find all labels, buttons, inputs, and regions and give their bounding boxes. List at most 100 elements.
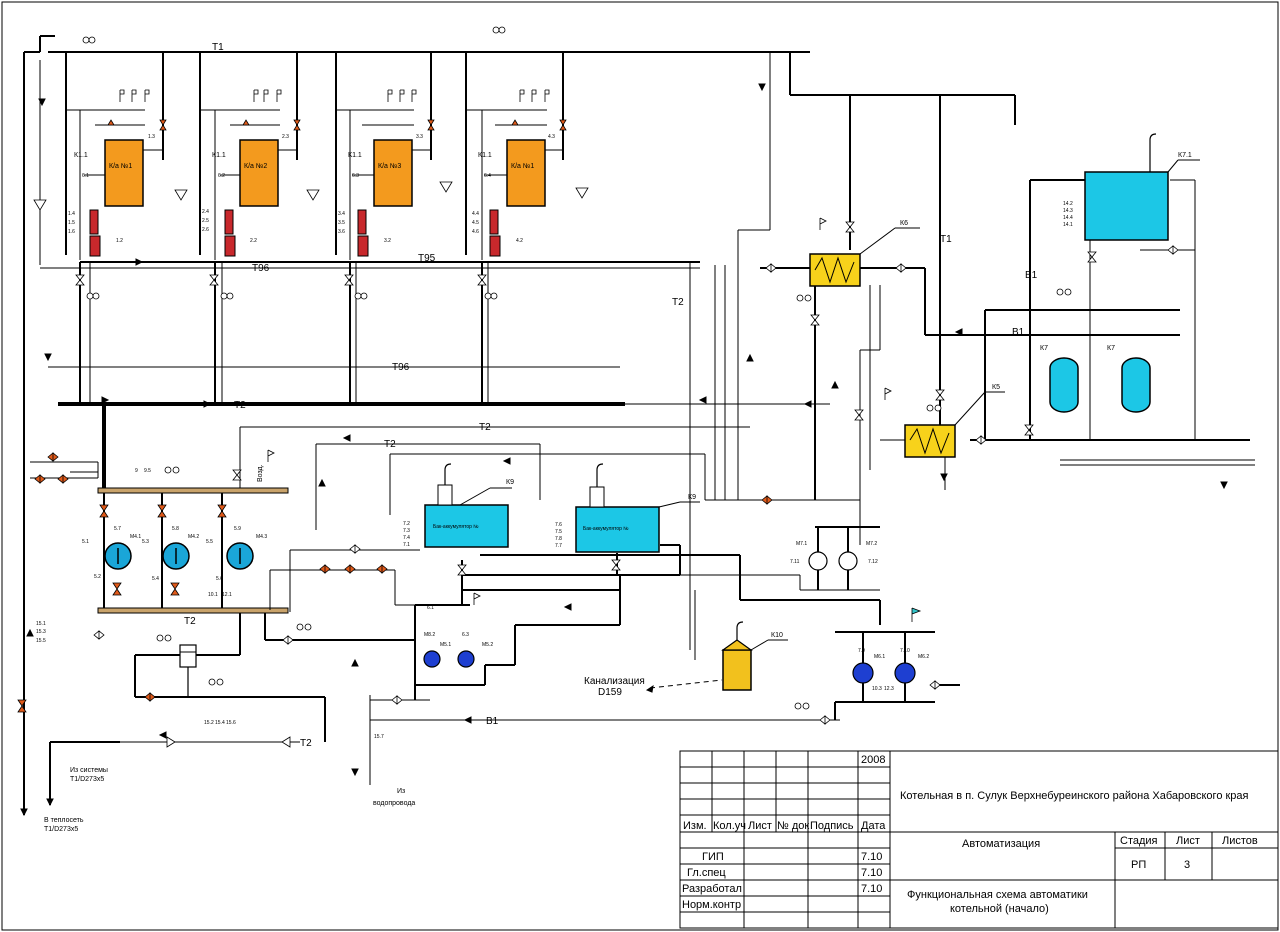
pipe-label-b1-right: B1 — [1025, 270, 1038, 281]
circulation-pump-2 — [838, 551, 858, 571]
header-date: Дата — [861, 820, 886, 832]
boiler-3-tag: К1.1 — [348, 152, 362, 159]
title-block — [679, 750, 1279, 929]
tank-a-label: Бак-аккумулятор № — [433, 524, 479, 530]
svg-text:10.3: 10.3 — [872, 686, 882, 692]
role-dev-date: 7.10 — [861, 883, 882, 895]
svg-text:5.9: 5.9 — [234, 526, 241, 532]
svg-text:9: 9 — [135, 468, 138, 474]
svg-text:2.3: 2.3 — [282, 134, 289, 140]
pipe-labels: T1 T1 T96 T95 T96 T2 T2 T2 T2 T2 T2 B1 B… — [184, 42, 1038, 749]
to-heat-size: Т1/D273x5 — [44, 826, 78, 833]
svg-text:5.6: 5.6 — [216, 576, 223, 582]
svg-text:1.6: 1.6 — [68, 229, 75, 235]
instrument-bubbles — [82, 26, 1072, 710]
tank-k7-a: К7 — [1040, 345, 1079, 413]
svg-text:5.7: 5.7 — [114, 526, 121, 532]
heat-exchanger-k5: К5 — [904, 384, 1005, 458]
svg-text:7.6: 7.6 — [555, 522, 562, 528]
svg-text:15.4: 15.4 — [215, 720, 225, 726]
k7-a-tag: К7 — [1040, 345, 1048, 352]
svg-text:7.3: 7.3 — [403, 528, 410, 534]
sheet-title-line2: котельной (начало) — [950, 903, 1049, 915]
flags — [267, 217, 922, 622]
filter — [179, 644, 197, 697]
annotations: Канализация D159 Из системы Т1/D273x5 В … — [44, 676, 645, 833]
pipe-network — [23, 35, 1255, 815]
svg-text:1.5: 1.5 — [68, 220, 75, 226]
from-system-size: Т1/D273x5 — [70, 776, 104, 783]
signal-flag-icon — [911, 607, 922, 622]
boiler-1-tag: К1.1 — [74, 152, 88, 159]
gate-valves — [75, 221, 1179, 725]
drain-funnels — [33, 181, 589, 748]
role-norm: Норм.контр — [682, 899, 741, 911]
svg-text:14.2: 14.2 — [1063, 201, 1073, 207]
boiler-2-label: К/а №2 — [244, 163, 267, 170]
svg-text:М4.3: М4.3 — [256, 534, 267, 540]
svg-text:2.5: 2.5 — [202, 218, 209, 224]
kanal-label: Канализация — [584, 676, 645, 687]
svg-text:7.8: 7.8 — [555, 536, 562, 542]
pipe-label-t2-bottom: T2 — [300, 738, 312, 749]
pipe-label-t2-pumps: T2 — [184, 616, 196, 627]
water-label: Из — [397, 788, 405, 795]
pipe-label-t2-mid: T2 — [479, 422, 491, 433]
k7-b-tag: К7 — [1107, 345, 1115, 352]
makeup-pump-3 — [852, 662, 874, 684]
year: 2008 — [861, 754, 885, 766]
svg-text:М7.2: М7.2 — [866, 541, 877, 547]
boiler-2-tag: К1.1 — [212, 152, 226, 159]
tank-k10: К10 — [721, 621, 788, 691]
svg-text:7.9: 7.9 — [858, 648, 865, 654]
role-glspec: Гл.спец — [687, 867, 726, 879]
to-heat-label: В теплосеть — [44, 817, 84, 824]
sheets-header: Листов — [1222, 835, 1258, 847]
sheet-header: Лист — [1176, 835, 1200, 847]
svg-text:5.1: 5.1 — [82, 539, 89, 545]
header-doc: № док — [777, 820, 809, 832]
project-title: Котельная в п. Сулук Верхнебуреинского р… — [900, 790, 1249, 802]
header-kol: Кол.уч — [713, 820, 746, 832]
svg-text:10.1: 10.1 — [208, 592, 218, 598]
makeup-pump-4 — [894, 662, 916, 684]
boiler-4-label: К/а №1 — [511, 163, 534, 170]
k7-1-tag: К7.1 — [1178, 152, 1192, 159]
boiler-1-label: К/а №1 — [109, 163, 132, 170]
svg-text:М6.2: М6.2 — [918, 654, 929, 660]
svg-text:1.2: 1.2 — [116, 238, 123, 244]
svg-text:М5.1: М5.1 — [440, 642, 451, 648]
svg-text:12.1: 12.1 — [222, 592, 232, 598]
k10-tag: К10 — [771, 632, 783, 639]
pipe-label-b1-mid: B1 — [1012, 327, 1025, 338]
svg-text:М8.2: М8.2 — [424, 632, 435, 638]
svg-text:15.1: 15.1 — [36, 621, 46, 627]
from-system-label: Из системы — [70, 767, 108, 774]
svg-text:3.4: 3.4 — [338, 211, 345, 217]
svg-text:4.2: 4.2 — [516, 238, 523, 244]
accumulator-tank-b: Бак-аккумулятор № К9 — [575, 463, 700, 553]
header-sign: Подпись — [810, 820, 854, 832]
pipe-label-t2-main: T2 — [234, 400, 246, 411]
svg-text:3.3: 3.3 — [416, 134, 423, 140]
svg-text:4.3: 4.3 — [548, 134, 555, 140]
k9-b-tag: К9 — [688, 494, 696, 501]
tank-b-label: Бак-аккумулятор № — [583, 526, 629, 532]
svg-text:6.4: 6.4 — [484, 173, 491, 179]
svg-text:7.11: 7.11 — [790, 559, 800, 565]
svg-text:7.5: 7.5 — [555, 529, 562, 535]
flow-arrows — [20, 83, 1228, 817]
svg-text:М6.1: М6.1 — [874, 654, 885, 660]
svg-text:6.2: 6.2 — [218, 173, 225, 179]
pipe-label-t1-top: T1 — [212, 42, 224, 53]
valves — [17, 119, 773, 713]
svg-text:5.2: 5.2 — [94, 574, 101, 580]
stage-header: Стадия — [1120, 835, 1158, 847]
svg-text:7.2: 7.2 — [403, 521, 410, 527]
tank-k7-1: К7.1 — [1084, 133, 1200, 241]
svg-text:15.6: 15.6 — [226, 720, 236, 726]
accumulator-tank-a: Бак-аккумулятор № К9 — [424, 463, 514, 548]
title-block-text: 2008 Котельная в п. Сулук Верхнебуреинск… — [682, 754, 1258, 915]
